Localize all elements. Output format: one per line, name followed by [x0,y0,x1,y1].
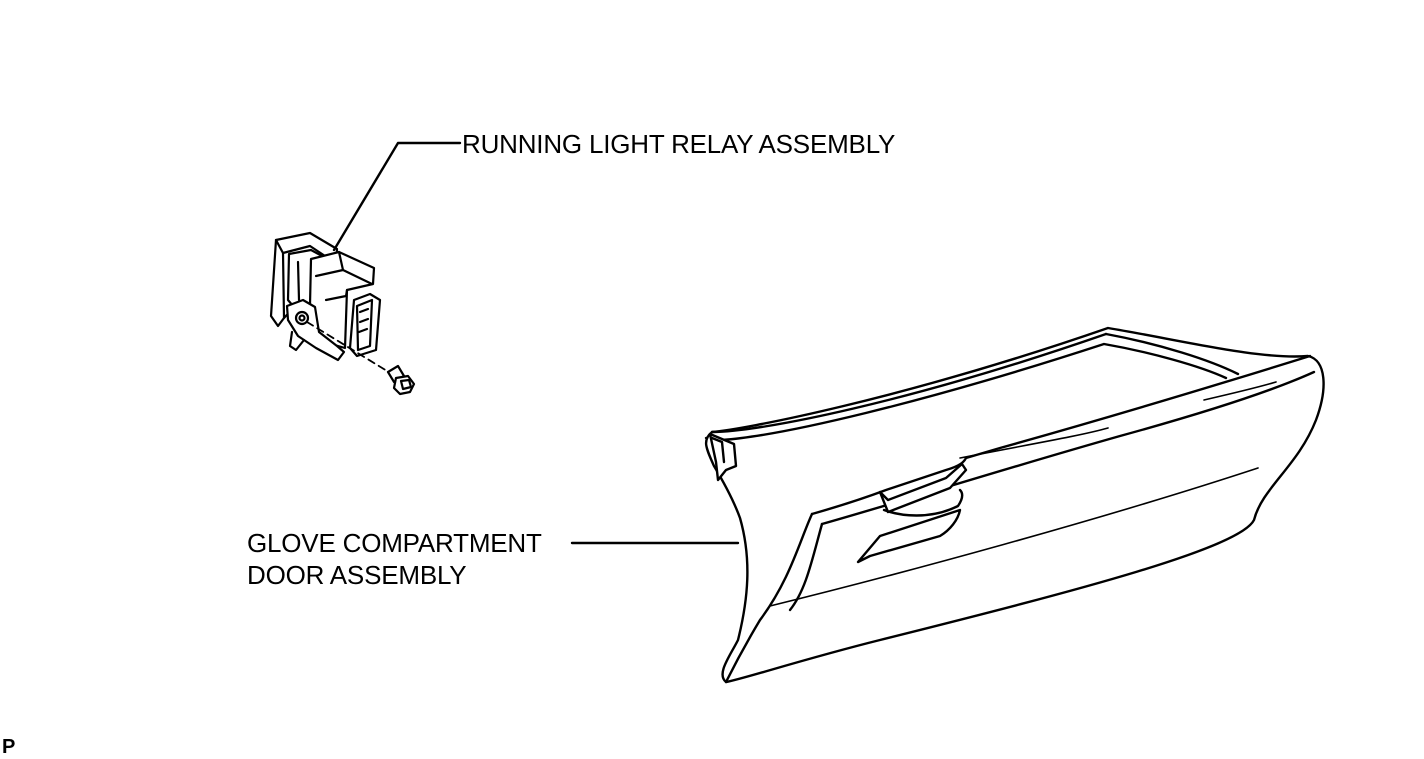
glove-callout-line-2: DOOR ASSEMBLY [247,560,467,590]
relay-leader-line [332,141,462,252]
illustration-code: P [2,736,16,758]
glove-compartment-drawing [704,326,1325,684]
glove-callout-line-1: GLOVE COMPARTMENT [247,528,542,558]
running-light-relay-drawing [269,231,416,396]
relay-callout-label: RUNNING LIGHT RELAY ASSEMBLY [462,129,896,159]
glove-callout-label: GLOVE COMPARTMENT DOOR ASSEMBLY [247,527,542,591]
